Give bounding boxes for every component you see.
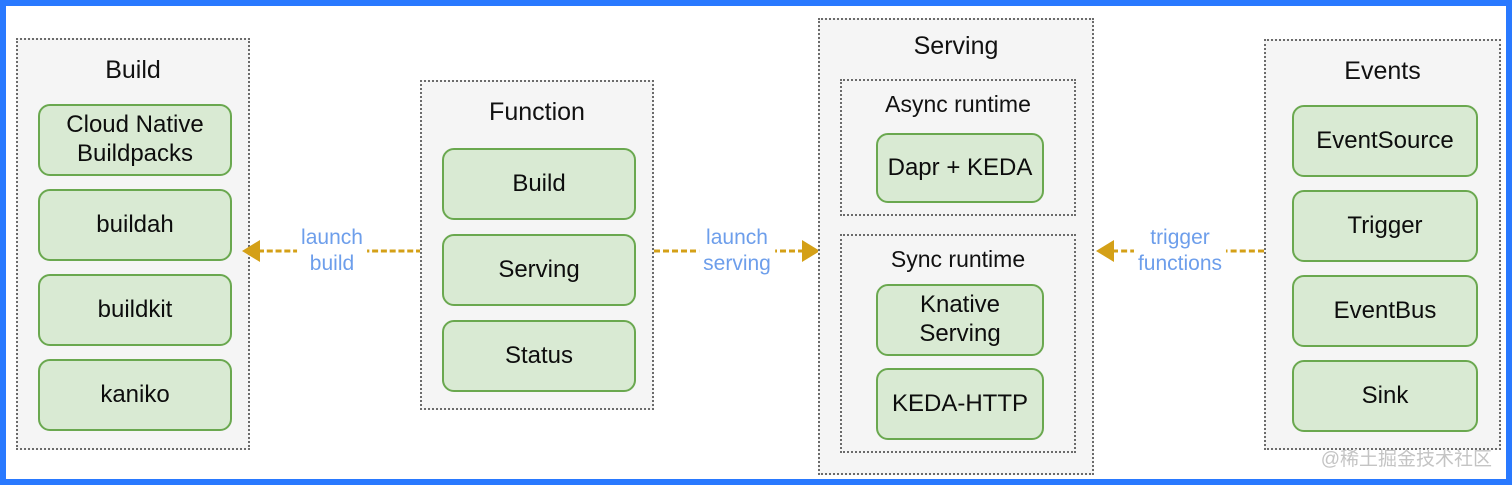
node-dapr-keda[interactable]: Dapr + KEDA	[876, 133, 1044, 203]
node-function-status[interactable]: Status	[442, 320, 636, 392]
node-kaniko[interactable]: kaniko	[38, 359, 232, 431]
arrow-head-left-icon	[242, 240, 260, 262]
panel-build-title: Build	[105, 56, 161, 84]
node-function-serving[interactable]: Serving	[442, 234, 636, 306]
node-buildah[interactable]: buildah	[38, 189, 232, 261]
subpanel-async-runtime-title: Async runtime	[885, 91, 1031, 117]
subpanel-sync-runtime: Sync runtime Knative Serving KEDA-HTTP	[840, 234, 1076, 453]
subpanel-async-runtime: Async runtime Dapr + KEDA	[840, 79, 1076, 216]
connector-trigger-functions: trigger functions	[1096, 221, 1264, 281]
node-keda-http[interactable]: KEDA-HTTP	[876, 368, 1044, 440]
node-cloud-native-buildpacks[interactable]: Cloud Native Buildpacks	[38, 104, 232, 176]
arrow-head-left-icon	[1096, 240, 1114, 262]
node-trigger[interactable]: Trigger	[1292, 190, 1478, 262]
node-sink[interactable]: Sink	[1292, 360, 1478, 432]
node-eventbus[interactable]: EventBus	[1292, 275, 1478, 347]
panel-events: Events EventSource Trigger EventBus Sink	[1264, 39, 1501, 450]
node-function-build[interactable]: Build	[442, 148, 636, 220]
panel-events-title: Events	[1344, 57, 1421, 85]
subpanel-sync-runtime-title: Sync runtime	[890, 246, 1026, 272]
connector-label-launch-build: launch build	[297, 224, 367, 278]
panel-serving: Serving Async runtime Dapr + KEDA Sync r…	[818, 18, 1094, 475]
node-knative-serving[interactable]: Knative Serving	[876, 284, 1044, 356]
node-eventsource[interactable]: EventSource	[1292, 105, 1478, 177]
arrow-head-right-icon	[802, 240, 820, 262]
connector-launch-build: launch build	[242, 221, 422, 281]
panel-function-title: Function	[489, 98, 585, 126]
connector-label-launch-serving: launch serving	[699, 224, 775, 278]
watermark: @稀土掘金技术社区	[1320, 449, 1492, 470]
panel-build: Build Cloud Native Buildpacks buildah bu…	[16, 38, 250, 450]
panel-serving-title: Serving	[913, 32, 999, 60]
node-buildkit[interactable]: buildkit	[38, 274, 232, 346]
connector-label-trigger-functions: trigger functions	[1133, 224, 1227, 278]
connector-launch-serving: launch serving	[654, 221, 820, 281]
panel-function: Function Build Serving Status	[420, 80, 654, 410]
